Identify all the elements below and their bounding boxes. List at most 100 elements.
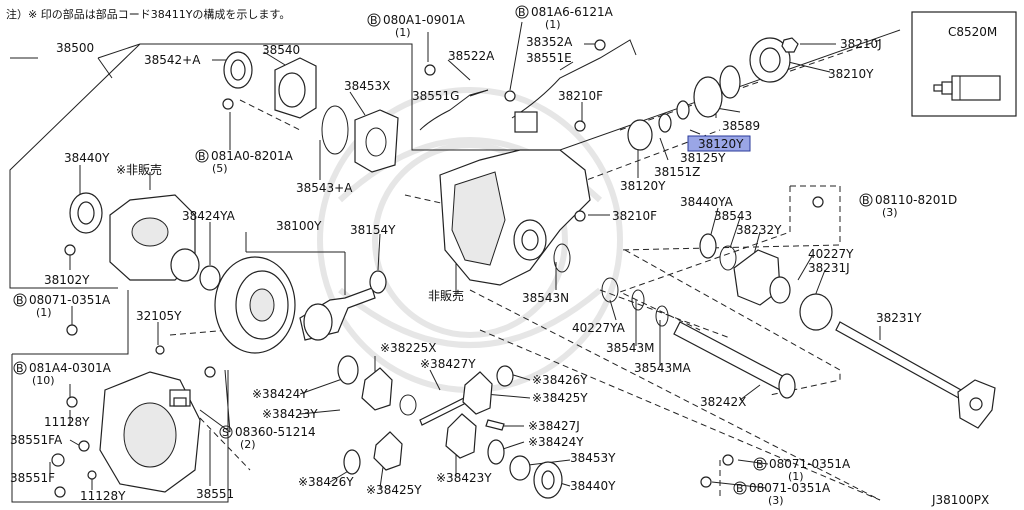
label-38423y-b[interactable]: ※38423Y [436,471,492,485]
b-marker: B [518,6,526,19]
label-08071-top[interactable]: 08071-0351A [29,293,111,307]
label-38154y[interactable]: 38154Y [350,223,396,237]
sealant-tube-icon [933,75,1001,101]
differential-case [109,194,200,282]
label-38242x[interactable]: 38242X [700,395,746,409]
cover-assembly-box [11,290,229,503]
oil-seal-38542 [223,51,253,89]
label-38120y[interactable]: 38120Y [620,179,666,193]
gasket-38453x [354,109,399,173]
diagram-code: J38100PX [931,493,989,507]
label-38100y[interactable]: 38100Y [276,219,322,233]
label-08071-b1[interactable]: 08071-0351A [769,457,851,471]
label-08110[interactable]: 08110-8201D [875,193,957,207]
o-ring-38543a [321,105,349,155]
label-32105y[interactable]: 32105Y [136,309,182,323]
label-38543m[interactable]: 38543M [606,341,655,355]
label-38440y-left[interactable]: 38440Y [64,151,110,165]
label-38551[interactable]: 38551 [196,487,234,501]
breather-hoses [419,39,637,133]
label-38426y-b[interactable]: ※38426Y [298,475,354,489]
label-38102y[interactable]: 38102Y [44,273,90,287]
right-side-parts [553,233,833,331]
label-38426y-a[interactable]: ※38426Y [532,373,588,387]
label-38500[interactable]: 38500 [56,41,94,55]
rear-cover-38551 [99,371,201,493]
label-38352a[interactable]: 38352A [526,35,573,49]
label-38425y-a[interactable]: ※38425Y [532,391,588,405]
label-081a0[interactable]: 081A0-8201A [211,149,294,163]
label-08360-qty: (2) [240,438,256,451]
pinion-front-stack [627,37,799,151]
label-38424y-b[interactable]: ※38424Y [528,435,584,449]
label-08360[interactable]: 08360-51214 [235,425,316,439]
inset-box: C8520M [911,11,1017,117]
header-note: 注）※ 印の部品は部品コード38411Yの構成を示します。 [6,7,290,21]
b-marker: B [16,294,24,307]
label-38551fa[interactable]: 38551FA [10,433,63,447]
label-38210y-top[interactable]: 38210Y [828,67,874,81]
label-38423y-a[interactable]: ※38423Y [262,407,318,421]
label-38427j[interactable]: ※38427J [528,419,580,433]
selected-part-highlight [687,135,751,152]
label-081a0-qty: (5) [212,162,228,175]
label-11128y-b[interactable]: 11128Y [80,489,126,503]
label-38543n[interactable]: 38543N [522,291,569,305]
label-38225x[interactable]: ※38225X [380,341,436,355]
label-38232y[interactable]: 38232Y [736,223,782,237]
label-38424ya[interactable]: 38424YA [182,209,236,223]
label-38543ma[interactable]: 38543MA [634,361,692,375]
label-nonsale-case: ※非販売 [116,162,162,177]
label-38231y[interactable]: 38231Y [876,311,922,325]
label-38210f-mid[interactable]: 38210F [612,209,657,223]
label-080a1-qty: (1) [395,26,411,39]
label-38125y[interactable]: 38125Y [680,151,726,165]
label-38120y-selected[interactable]: 38120Y [698,137,744,151]
label-38542a[interactable]: 38542+A [144,53,201,67]
label-08071-b1-qty: (1) [788,470,804,483]
label-38231j[interactable]: 38231J [808,261,850,275]
label-08071-top-qty: (1) [36,306,52,319]
label-38151z[interactable]: 38151Z [654,165,700,179]
b-marker: B [862,194,870,207]
label-38589[interactable]: 38589 [722,119,760,133]
label-40227ya[interactable]: 40227YA [572,321,626,335]
label-38440ya[interactable]: 38440YA [680,195,734,209]
label-08071-b2[interactable]: 08071-0351A [749,481,831,495]
label-08110-qty: (3) [882,206,898,219]
label-38424y-a[interactable]: ※38424Y [252,387,308,401]
label-38427y[interactable]: ※38427Y [420,357,476,371]
label-nonsale-housing: 非販売 [428,288,464,303]
drive-pinion [299,287,376,341]
label-081a4-qty: (10) [32,374,55,387]
label-38540[interactable]: 38540 [262,43,300,57]
label-38453y[interactable]: 38453Y [570,451,616,465]
label-080a1[interactable]: 080A1-0901A [383,13,466,27]
b-marker: B [370,14,378,27]
label-38543a[interactable]: 38543+A [296,181,353,195]
extension-tube-38242x [673,321,796,399]
bearings-left [69,192,387,294]
inset-title: C8520M [948,25,997,39]
label-38551e[interactable]: 38551E [526,51,572,65]
label-40227y[interactable]: 40227Y [808,247,854,261]
label-081a6-qty: (1) [545,18,561,31]
part-labels: 38500 38542+A 38540 B 080A1-0901A (1) B … [10,5,989,507]
side-retainer-38540 [274,57,317,119]
b-marker: B [736,482,744,495]
label-38551g[interactable]: 38551G [412,89,459,103]
label-38543[interactable]: 38543 [714,209,752,223]
label-38425y-b[interactable]: ※38425Y [366,483,422,497]
label-081a4[interactable]: 081A4-0301A [29,361,112,375]
differential-carrier-housing [439,149,591,286]
ring-gear [214,256,296,354]
label-38522a[interactable]: 38522A [448,49,495,63]
label-38210f-top[interactable]: 38210F [558,89,603,103]
label-38551f[interactable]: 38551F [10,471,55,485]
label-08071-b2-qty: (3) [768,494,784,507]
label-38440y-bot[interactable]: 38440Y [570,479,616,493]
label-38453x[interactable]: 38453X [344,79,390,93]
label-38210j[interactable]: 38210J [840,37,882,51]
label-081a6[interactable]: 081A6-6121A [531,5,614,19]
label-11128y-a[interactable]: 11128Y [44,415,90,429]
